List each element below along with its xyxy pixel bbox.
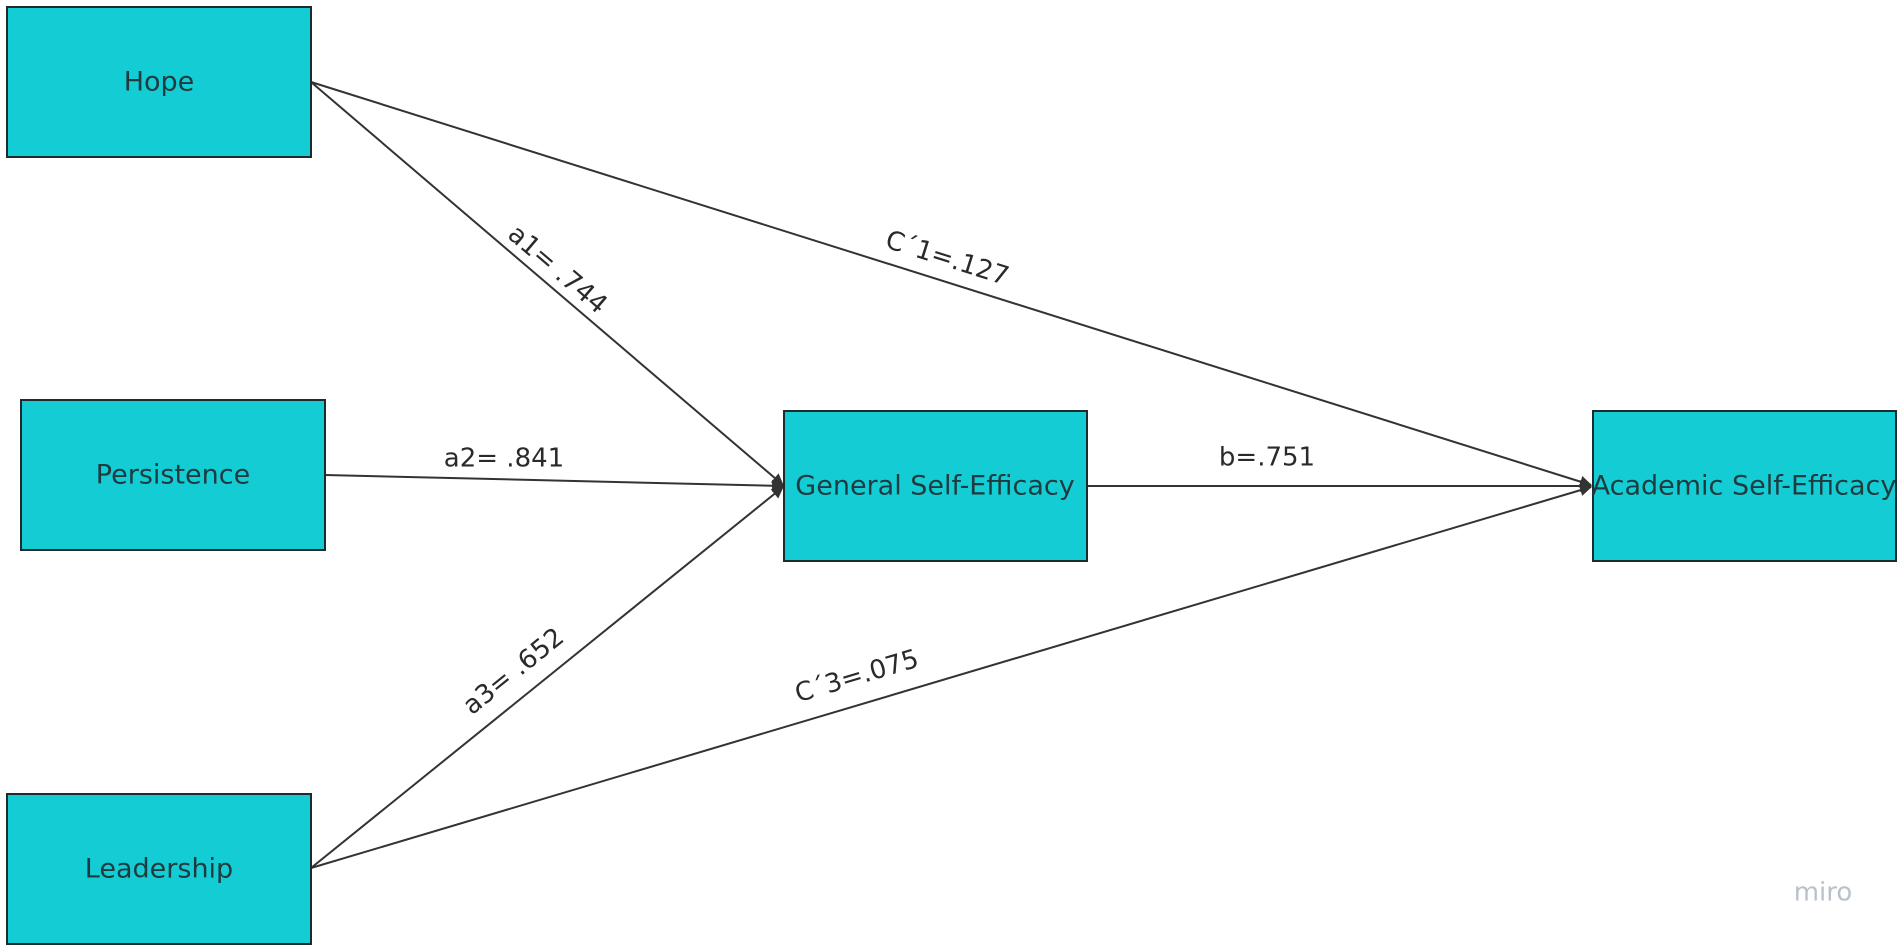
node-persistence-label: Persistence xyxy=(96,460,250,491)
node-hope[interactable]: Hope xyxy=(6,6,312,158)
edge-c3-label: C´3=.075 xyxy=(792,644,923,709)
node-leadership-label: Leadership xyxy=(85,854,233,885)
node-academic-self-efficacy-label: Academic Self-Efficacy xyxy=(1592,471,1897,502)
edge-a1-line[interactable] xyxy=(310,81,784,486)
edge-c1-line[interactable] xyxy=(310,81,1592,488)
miro-watermark: miro xyxy=(1794,878,1853,908)
edge-c3-line[interactable] xyxy=(310,484,1592,869)
edge-a2-line[interactable] xyxy=(324,474,784,492)
edges xyxy=(310,81,1592,869)
node-general-self-efficacy-label: General Self-Efficacy xyxy=(795,471,1074,502)
edge-a3-line[interactable] xyxy=(310,486,784,869)
edge-a2-label: a2= .841 xyxy=(444,444,564,474)
node-academic-self-efficacy[interactable]: Academic Self-Efficacy xyxy=(1592,410,1897,562)
node-hope-label: Hope xyxy=(124,67,195,98)
edge-a1-label: a1= .744 xyxy=(502,219,613,320)
node-persistence[interactable]: Persistence xyxy=(20,399,326,551)
node-general-self-efficacy[interactable]: General Self-Efficacy xyxy=(783,410,1088,562)
edge-b-label: b=.751 xyxy=(1219,443,1315,473)
node-leadership[interactable]: Leadership xyxy=(6,793,312,945)
